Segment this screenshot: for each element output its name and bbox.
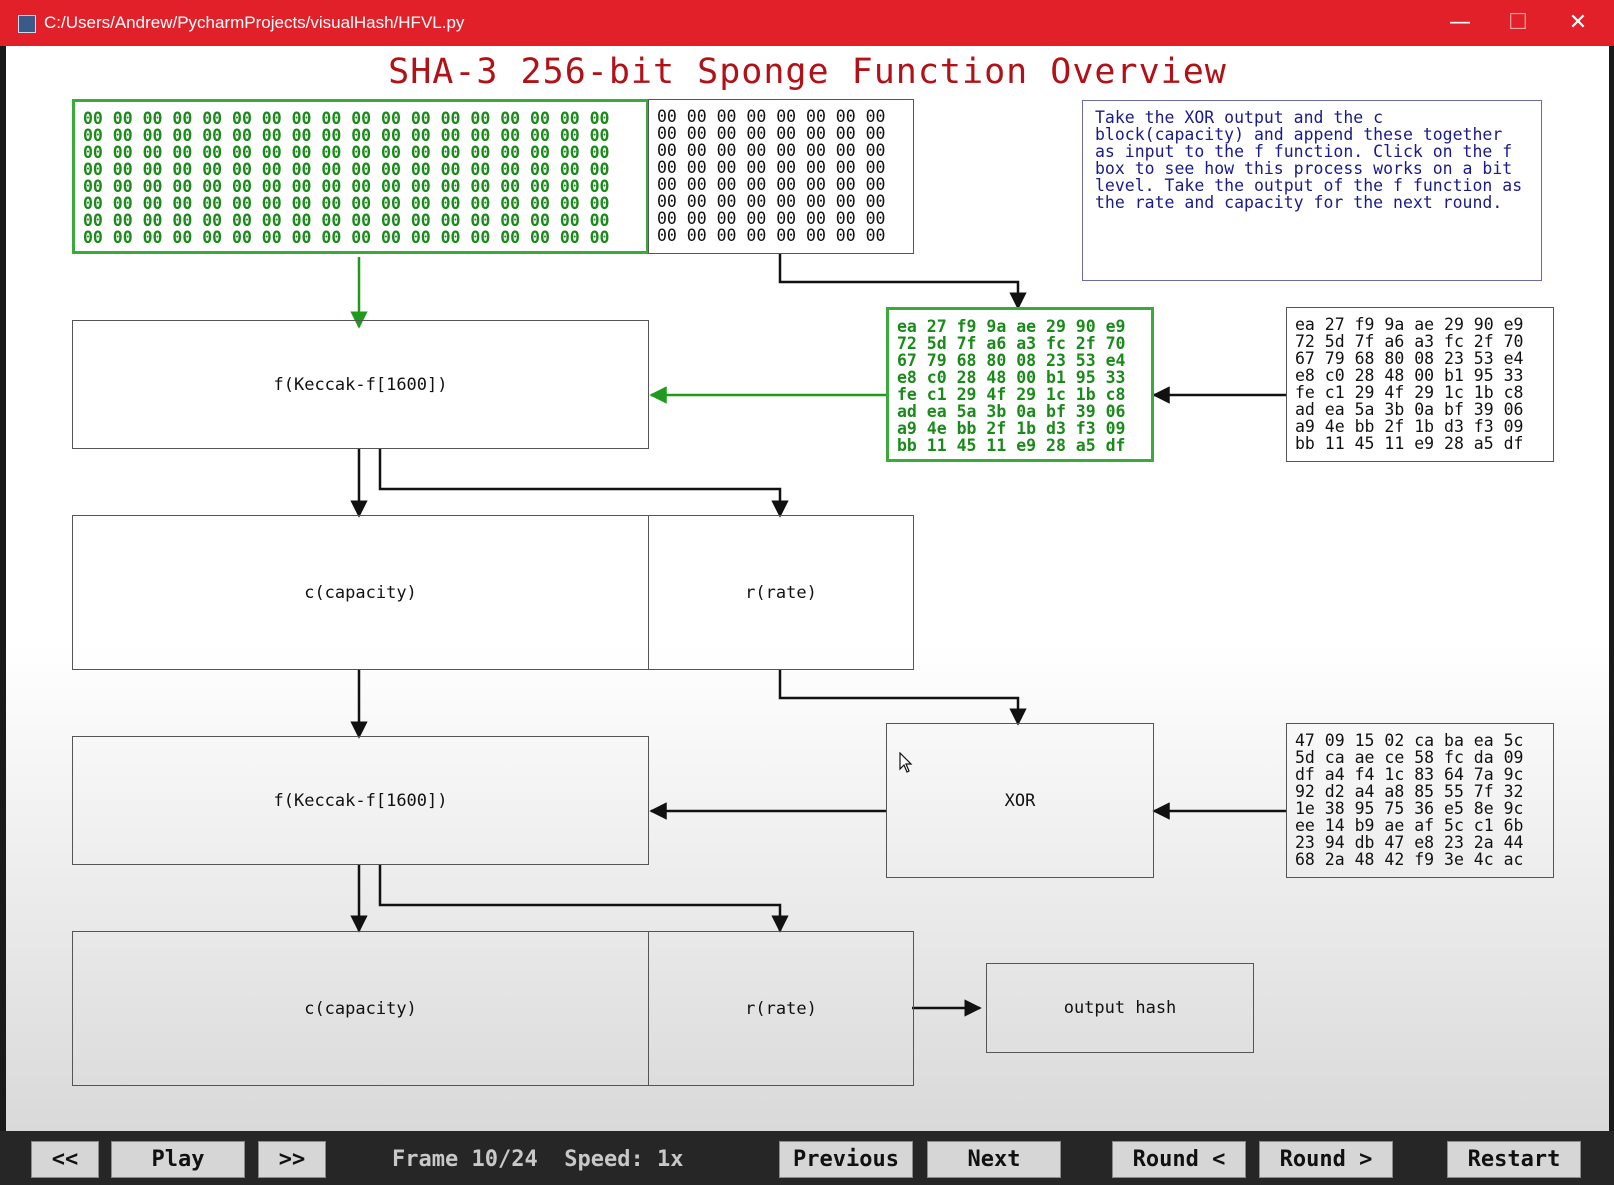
state-capacity-row: 00 00 00 00 00 00 00 00 00 00 00 00 00 0… [83,228,610,247]
maximize-icon[interactable]: ☐ [1508,10,1528,35]
output-hash-box[interactable]: output hash [986,963,1254,1053]
minimize-icon[interactable]: — [1449,10,1471,35]
mouse-cursor-icon [899,752,913,773]
state-rate-row: 00 00 00 00 00 00 00 00 [657,107,886,126]
previous-button[interactable]: Previous [779,1141,913,1178]
message-block-1-row: ad ea 5a 3b 0a bf 39 06 [1295,400,1524,419]
sponge-canvas: SHA-3 256-bit Sponge Function Overview [6,46,1609,1131]
next-button[interactable]: Next [927,1141,1061,1178]
message-block-2-row: ee 14 b9 ae af 5c c1 6b [1295,816,1524,835]
xor-box[interactable]: XOR [886,723,1154,878]
xor-result-row: 72 5d 7f a6 a3 fc 2f 70 [897,334,1126,353]
f-keccak-label-2: f(Keccak-f[1600]) [273,790,448,811]
capacity-label-1: c(capacity) [304,582,417,603]
f-keccak-box-2[interactable]: f(Keccak-f[1600]) [72,736,649,865]
close-icon[interactable]: ✕ [1568,10,1588,35]
message-block-2-row: 68 2a 48 42 f9 3e 4c ac [1295,850,1524,869]
play-button[interactable]: Play [111,1141,245,1178]
wire-f2-to-rate [378,864,789,933]
message-block-2-row: 5d ca ae ce 58 fc da 09 [1295,748,1524,767]
message-block-1-row: e8 c0 28 48 00 b1 95 33 [1295,366,1524,385]
message-block-1-row: bb 11 45 11 e9 28 a5 df [1295,434,1524,453]
state-capacity-row: 00 00 00 00 00 00 00 00 00 00 00 00 00 0… [83,143,610,162]
message-block-2-row: 47 09 15 02 ca ba ea 5c [1295,731,1524,750]
xor-result-row: a9 4e bb 2f 1b d3 f3 09 [897,419,1126,438]
fast-forward-button[interactable]: >> [258,1141,326,1178]
rate-box-2[interactable]: r(rate) [648,931,914,1086]
description-panel: Take the XOR output and the c block(capa… [1082,100,1542,281]
state-rate-row: 00 00 00 00 00 00 00 00 [657,141,886,160]
speed-value: 1x [656,1147,684,1172]
frame-label: Frame [392,1147,459,1172]
message-block-2-row: 92 d2 a4 a8 85 55 7f 32 [1295,782,1524,801]
message-block-1-row: a9 4e bb 2f 1b d3 f3 09 [1295,417,1524,436]
frame-value: 10/24 [471,1147,538,1172]
round-next-button[interactable]: Round > [1259,1141,1393,1178]
speed-label: Speed: [564,1147,644,1172]
state-rate-row: 00 00 00 00 00 00 00 00 [657,124,886,143]
xor-result-row: 67 79 68 80 08 23 53 e4 [897,351,1126,370]
restart-button[interactable]: Restart [1447,1141,1581,1178]
state-capacity-block[interactable]: 00 00 00 00 00 00 00 00 00 00 00 00 00 0… [72,99,649,254]
frame-speed-status: Frame 10/24 Speed: 1x [392,1141,683,1178]
xor-result-row: ea 27 f9 9a ae 29 90 e9 [897,317,1126,336]
message-block-1-row: ea 27 f9 9a ae 29 90 e9 [1295,315,1524,334]
capacity-label-2: c(capacity) [304,998,417,1019]
python-app-icon [18,15,36,33]
capacity-box-2[interactable]: c(capacity) [72,931,649,1086]
rate-label-1: r(rate) [745,582,817,603]
message-block-1-row: 67 79 68 80 08 23 53 e4 [1295,349,1524,368]
state-capacity-row: 00 00 00 00 00 00 00 00 00 00 00 00 00 0… [83,211,610,230]
state-capacity-row: 00 00 00 00 00 00 00 00 00 00 00 00 00 0… [83,126,610,145]
f-keccak-label-1: f(Keccak-f[1600]) [273,374,448,395]
page-title: SHA-3 256-bit Sponge Function Overview [388,52,1227,92]
xor-result-row: ad ea 5a 3b 0a bf 39 06 [897,402,1126,421]
message-block-1-row: fe c1 29 4f 29 1c 1b c8 [1295,383,1524,402]
connector-wires [350,254,1286,1017]
playback-toolbar: << Play >> Frame 10/24 Speed: 1x Previou… [0,1131,1614,1185]
state-rate-row: 00 00 00 00 00 00 00 00 [657,175,886,194]
wire-rate-to-xor2 [778,669,1027,726]
output-hash-label: output hash [1063,998,1177,1018]
state-rate-row: 00 00 00 00 00 00 00 00 [657,209,886,228]
xor-result-row: bb 11 45 11 e9 28 a5 df [897,436,1126,455]
window-titlebar: C:/Users/Andrew/PycharmProjects/visualHa… [0,0,1614,46]
message-block-1-row: 72 5d 7f a6 a3 fc 2f 70 [1295,332,1524,351]
xor-result-row: e8 c0 28 48 00 b1 95 33 [897,368,1126,387]
state-rate-row: 00 00 00 00 00 00 00 00 [657,158,886,177]
rate-label-2: r(rate) [745,998,817,1019]
window-title: C:/Users/Andrew/PycharmProjects/visualHa… [44,13,465,32]
wire-rate-to-xor [778,254,1027,310]
state-capacity-row: 00 00 00 00 00 00 00 00 00 00 00 00 00 0… [83,109,610,128]
state-capacity-row: 00 00 00 00 00 00 00 00 00 00 00 00 00 0… [83,160,610,179]
message-block-2-row: df a4 f4 1c 83 64 7a 9c [1295,765,1524,784]
state-capacity-row: 00 00 00 00 00 00 00 00 00 00 00 00 00 0… [83,194,610,213]
xor-label: XOR [1004,790,1036,811]
round-previous-button[interactable]: Round < [1112,1141,1246,1178]
rate-box-1[interactable]: r(rate) [648,515,914,670]
state-capacity-row: 00 00 00 00 00 00 00 00 00 00 00 00 00 0… [83,177,610,196]
xor-result-row: fe c1 29 4f 29 1c 1b c8 [897,385,1126,404]
state-rate-row: 00 00 00 00 00 00 00 00 [657,192,886,211]
f-keccak-box-1[interactable]: f(Keccak-f[1600]) [72,320,649,449]
state-rate-row: 00 00 00 00 00 00 00 00 [657,226,886,245]
wire-f1-to-rate [378,449,789,518]
message-block-2-row: 1e 38 95 75 36 e5 8e 9c [1295,799,1524,818]
message-block-2-row: 23 94 db 47 e8 23 2a 44 [1295,833,1524,852]
rewind-button[interactable]: << [31,1141,99,1178]
capacity-box-1[interactable]: c(capacity) [72,515,649,670]
